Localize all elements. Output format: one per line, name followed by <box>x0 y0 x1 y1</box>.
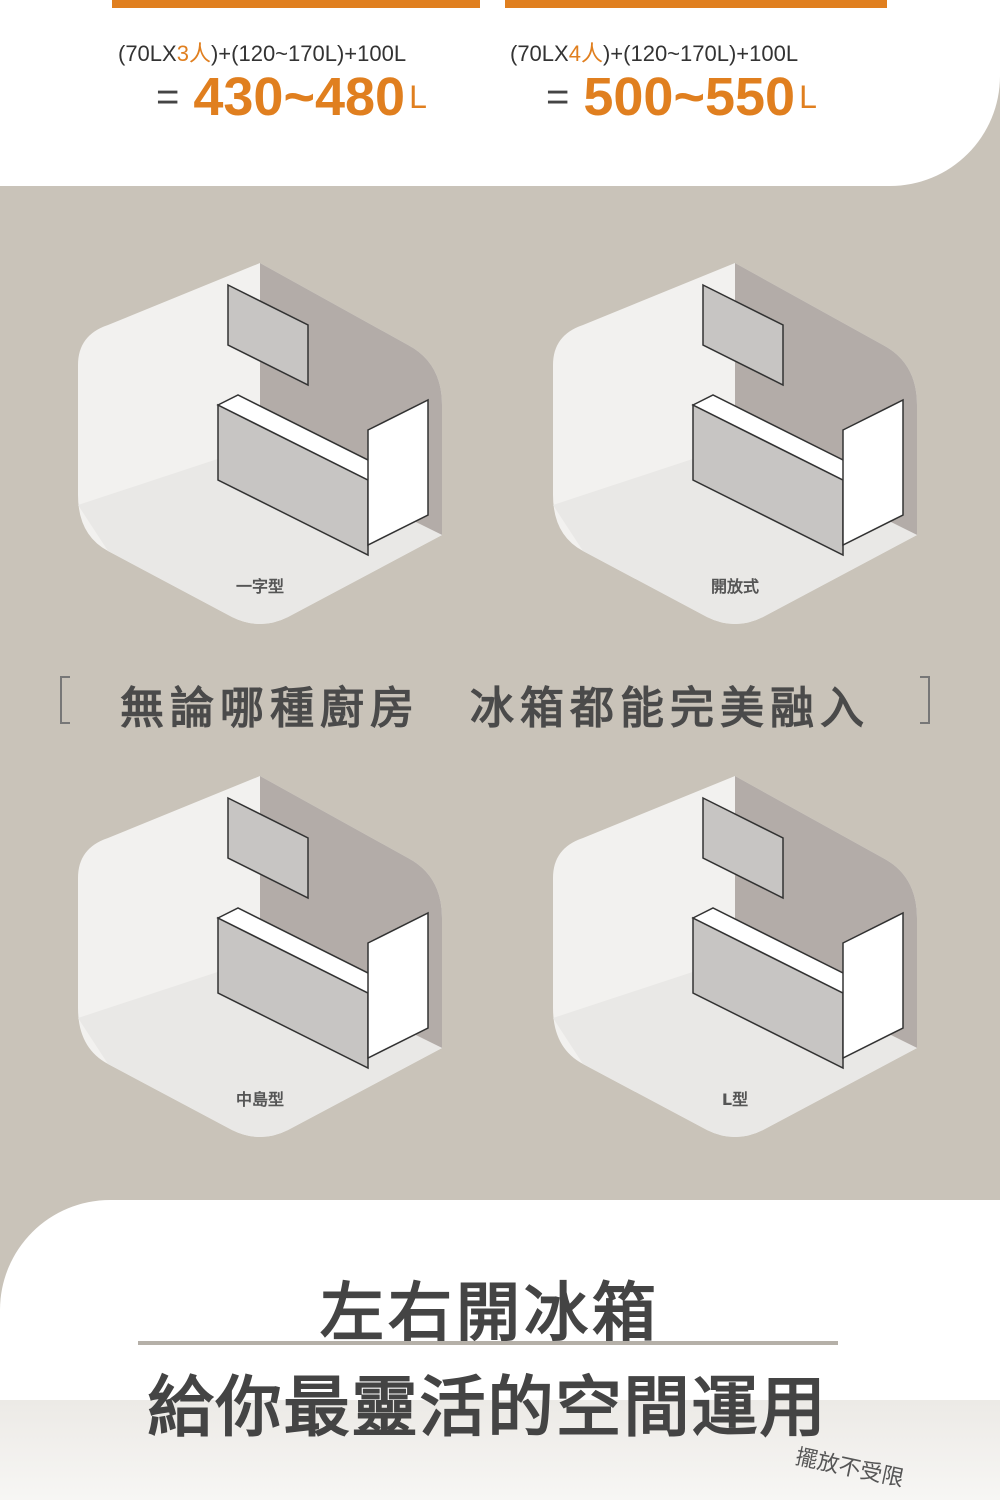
fridge-photo <box>0 1400 1000 1500</box>
capacity-section: (70LX3人)+(120~170L)+100L (70LX4人)+(120~1… <box>0 0 1000 186</box>
kitchen-l-shape: L型 <box>553 768 917 1138</box>
title-line-2: 給你最靈活的空間運用 <box>147 1369 828 1446</box>
kitchen-label: 開放式 <box>710 577 759 596</box>
kitchen-label: 一字型 <box>235 577 284 596</box>
kitchen-illustration <box>553 263 917 624</box>
kitchen-illustration <box>78 263 442 624</box>
kitchen-straight: 一字型 <box>78 255 442 625</box>
kitchen-open: 開放式 <box>553 255 917 625</box>
formula-4-person: (70LX4人)+(120~170L)+100L <box>510 41 799 66</box>
kitchen-label: L型 <box>721 1090 749 1109</box>
kitchen-label: 中島型 <box>235 1090 284 1109</box>
formula-3-person: (70LX3人)+(120~170L)+100L <box>118 41 407 66</box>
kitchen-illustration <box>78 776 442 1137</box>
kitchen-illustration <box>553 776 917 1137</box>
left-bracket <box>60 676 70 724</box>
divider <box>138 1341 838 1345</box>
right-bracket <box>920 676 930 724</box>
product-section <box>0 1200 1000 1500</box>
kitchen-island: 中島型 <box>78 768 442 1138</box>
banner-4-person <box>505 0 887 8</box>
banner-3-person <box>112 0 480 8</box>
title-line-1: 左右開冰箱 <box>320 1277 660 1351</box>
slogan-text: 無論哪種廚房 冰箱都能完美融入 <box>120 683 870 734</box>
slogan: 無論哪種廚房 冰箱都能完美融入 <box>60 672 930 734</box>
